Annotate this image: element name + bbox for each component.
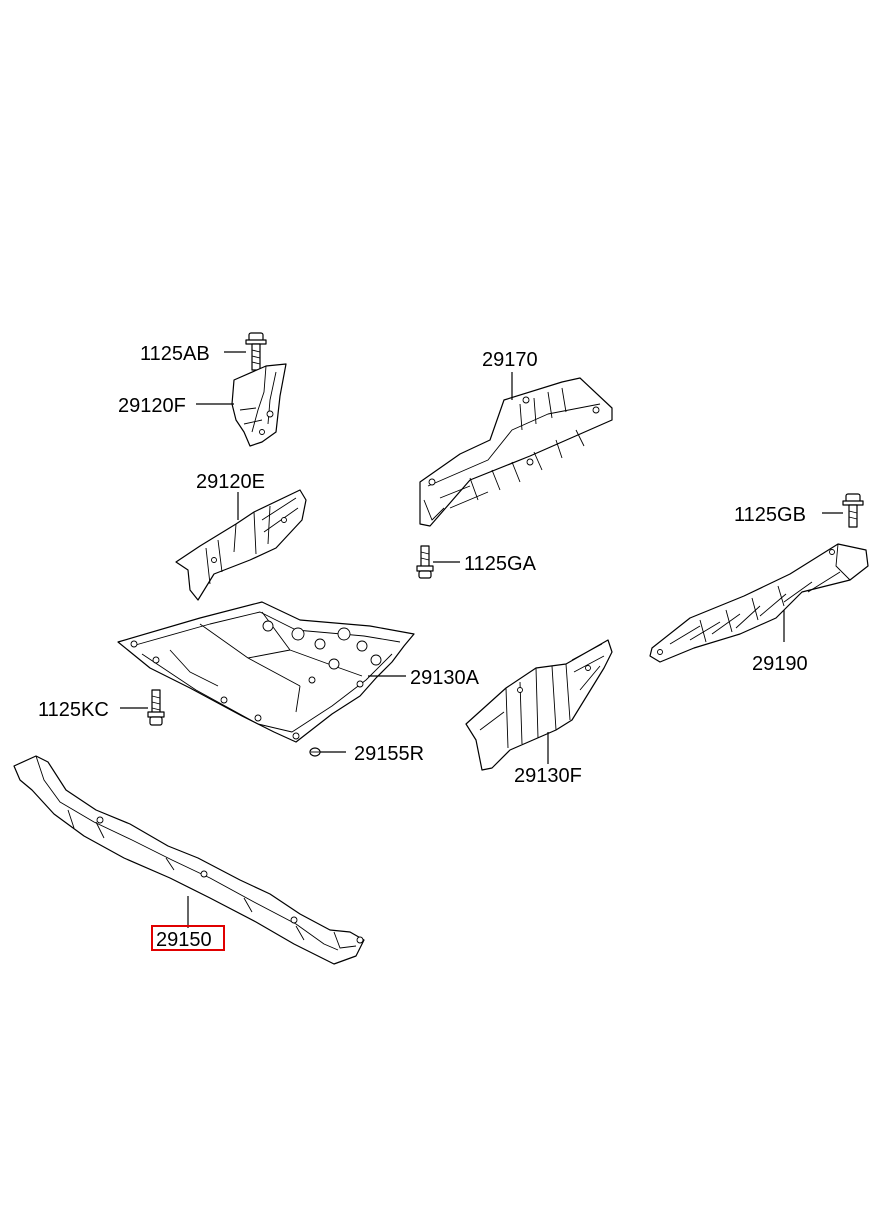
callout-29190[interactable]: 29190 <box>752 653 808 675</box>
bolt-1125kc-drawing <box>147 689 165 726</box>
bolt-1125gb-drawing <box>842 493 864 528</box>
part-29130f-drawing <box>465 639 613 771</box>
callout-1125kc[interactable]: 1125KC <box>38 699 109 721</box>
part-29150-drawing <box>13 755 365 965</box>
callout-29120e[interactable]: 29120E <box>196 471 265 493</box>
bolt-1125ab-drawing <box>245 332 267 371</box>
part-29130a-drawing <box>117 601 415 743</box>
callout-29155r[interactable]: 29155R <box>354 743 424 765</box>
callout-29130f[interactable]: 29130F <box>514 765 582 787</box>
part-29155r-drawing <box>309 747 321 757</box>
callout-29170[interactable]: 29170 <box>482 349 538 371</box>
highlight-box <box>151 925 225 951</box>
part-29120e-drawing <box>175 489 307 601</box>
bolt-1125ga-drawing <box>416 545 434 579</box>
part-29170-drawing <box>419 377 613 527</box>
callout-29120f[interactable]: 29120F <box>118 395 186 417</box>
callout-1125ga[interactable]: 1125GA <box>464 553 537 575</box>
callout-1125ab[interactable]: 1125AB <box>140 343 210 365</box>
part-29120f-drawing <box>231 363 287 447</box>
callout-29130a[interactable]: 29130A <box>410 667 480 689</box>
callout-29150[interactable]: 29150 <box>156 929 212 951</box>
part-29190-drawing <box>649 543 869 663</box>
callout-1125gb[interactable]: 1125GB <box>734 504 806 526</box>
